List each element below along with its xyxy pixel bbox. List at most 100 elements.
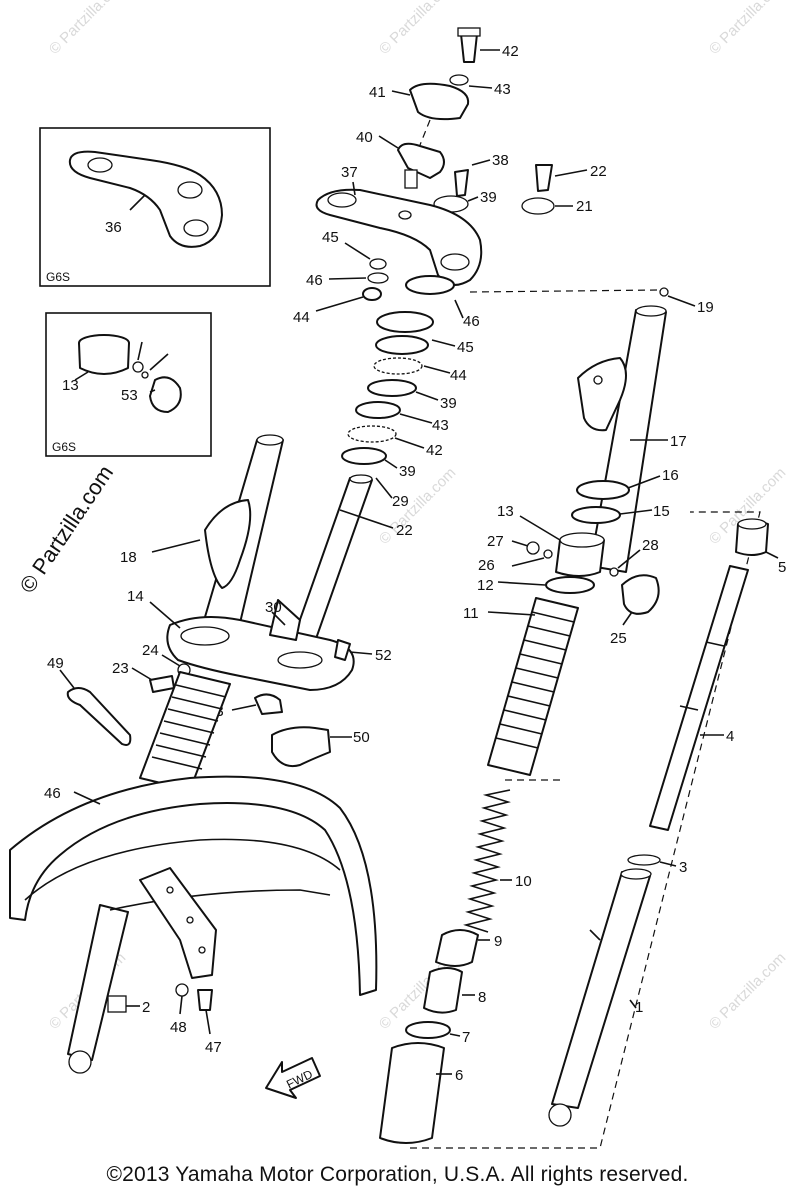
cap-emblem: [149, 376, 182, 413]
ring-12: [545, 576, 595, 594]
callout-number: 3: [679, 859, 687, 876]
washer-43: [449, 74, 469, 86]
part-8: [423, 967, 463, 1014]
bolt-21: [535, 164, 553, 192]
callout-number: 38: [492, 152, 509, 169]
callout-number: 41: [369, 84, 386, 101]
callout-number: 22: [396, 522, 413, 539]
callout-number: 15: [653, 503, 670, 520]
callout-number: 25: [610, 630, 627, 647]
inset-frame: [45, 312, 212, 457]
callout-number: 13: [62, 377, 79, 394]
callout-number: 19: [697, 299, 714, 316]
cable-guide-51: [271, 726, 331, 768]
screw-26: [543, 549, 553, 559]
callout-number: 49: [47, 655, 64, 672]
emblem-25: [621, 574, 660, 615]
left-headlight-ear-18: [204, 499, 252, 589]
callout-number: 5: [778, 559, 786, 576]
callout-number: 37: [341, 164, 358, 181]
right-outer-tube-17: [589, 309, 667, 573]
callout-number: 46: [306, 272, 323, 289]
callout-number: 14: [127, 588, 144, 605]
callout-number: 21: [576, 198, 593, 215]
inset-variant-label: G6S: [52, 440, 76, 454]
bolt-42: [460, 33, 478, 63]
callout-number: 52: [375, 647, 392, 664]
bracket-hole: [183, 219, 209, 237]
callout-number: 46: [44, 785, 61, 802]
washer-46: [367, 272, 389, 284]
callout-number: 13: [497, 503, 514, 520]
plug-19: [659, 287, 669, 297]
callout-number: 45: [457, 339, 474, 356]
holder-40: [397, 142, 445, 179]
callout-number: 44: [293, 309, 310, 326]
nut-45: [369, 258, 387, 270]
callout-number: 6: [455, 1067, 463, 1084]
part-9: [435, 929, 479, 967]
callout-number: 44: [450, 367, 467, 384]
callout-number: 46: [463, 313, 480, 330]
holder-30: [269, 599, 301, 641]
handlebar-clamp-group: 42 43 41 40 38 39 22 21: [356, 27, 607, 215]
callout-number: 43: [494, 81, 511, 98]
inset-g6s-bracket: 36 G6S: [39, 127, 271, 287]
stay-50: [66, 687, 132, 746]
bracket-hole: [87, 157, 113, 173]
ring-16: [576, 480, 630, 500]
callout-number: 48: [170, 1019, 187, 1036]
callout-number: 7: [462, 1029, 470, 1046]
callout-number: 42: [426, 442, 443, 459]
ball-race-31: [367, 379, 417, 397]
bolt-38: [454, 169, 469, 197]
callout-number: 45: [322, 229, 339, 246]
callout-number: 39: [480, 189, 497, 206]
ball-ring-32: [347, 425, 397, 443]
bracket-shape: [68, 150, 223, 248]
upper-bracket-37: 37: [315, 164, 483, 286]
washer-27: [526, 541, 540, 555]
callout-number: 40: [356, 129, 373, 146]
ring-nut-36: [405, 275, 455, 295]
callout-number: 50: [353, 729, 370, 746]
washer-15: [571, 506, 621, 524]
callout-number: 27: [487, 533, 504, 550]
callout-number: 29: [392, 493, 409, 510]
stem-shaft: [289, 477, 373, 651]
ball-ring-34: [373, 357, 423, 375]
race-35: [376, 311, 434, 333]
callout-number: 43: [432, 417, 449, 434]
clip-3: [627, 854, 661, 866]
callout-number: 10: [515, 873, 532, 890]
callout-number: 39: [440, 395, 457, 412]
fwd-arrow-icon: [265, 1057, 321, 1099]
ball-race-31b: [341, 447, 387, 465]
race-35b: [375, 335, 429, 355]
bolt-48: [197, 989, 213, 1011]
callout-number: 11: [463, 605, 479, 622]
nut-44: [362, 287, 382, 301]
washer-49: [175, 983, 189, 997]
washer-20: [521, 197, 555, 215]
faint-watermark: © Partzilla.com: [46, 0, 129, 58]
outer-slider-1: [551, 871, 651, 1109]
callout-number: 26: [478, 557, 495, 574]
spring-10: [463, 789, 511, 933]
holder-41: [409, 82, 470, 121]
left-fork-assembly: 18 14 30 52 53 50 23 24 49: [47, 434, 392, 1074]
bracket-hole: [177, 181, 203, 199]
steering-stack: 19 46 45 44 39 43 42 39 29 45 46 44: [293, 229, 714, 510]
right-fork-exploded: 17 16 15 13 27 26 28 25 12 11: [379, 305, 786, 1149]
screw-28: [609, 567, 619, 577]
callout-number: 4: [726, 728, 734, 745]
callout-number: 23: [112, 660, 129, 677]
cap-screw: [141, 371, 149, 379]
cap-washer: [132, 361, 144, 373]
callout-number: 2: [142, 999, 150, 1016]
cap-2: [107, 995, 127, 1013]
fender-shell: [9, 775, 378, 996]
inset-g6s-cap: 13 53 G6S: [45, 312, 212, 457]
callout-number: 16: [662, 467, 679, 484]
